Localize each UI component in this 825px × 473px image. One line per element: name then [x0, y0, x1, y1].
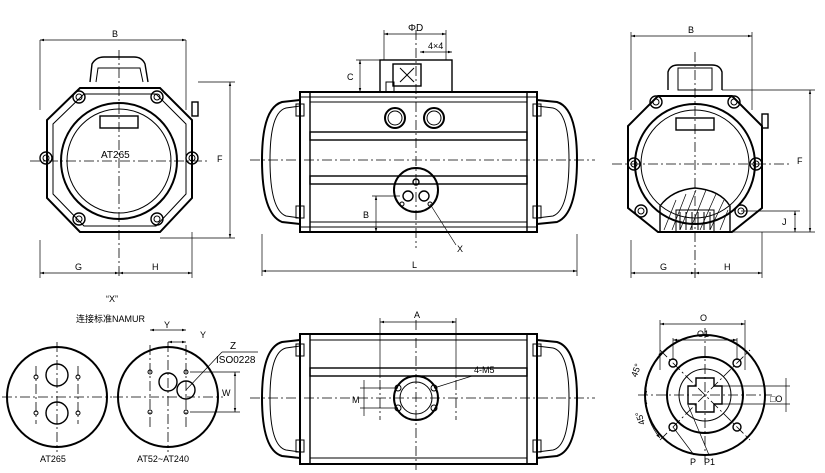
model-at265-label: AT265 — [40, 454, 66, 464]
front-end-view: B F G H AT265 — [30, 29, 235, 278]
p1-label: P1 — [704, 457, 715, 467]
dim-y2-label: Y — [200, 330, 206, 340]
angle-45-lower: 45° — [633, 410, 647, 427]
dim-j-label: J — [782, 217, 787, 227]
key-size-label: 4×4 — [428, 41, 443, 51]
angle-45-upper: 45° — [629, 362, 643, 379]
dim-g2-label: G — [660, 262, 667, 272]
dim-y1-label: Y — [164, 320, 170, 330]
dim-g-label: G — [75, 262, 82, 272]
model-range-label: AT52~AT240 — [137, 454, 189, 464]
namur-standard-label: 连接标准NAMUR — [76, 313, 145, 324]
dim-phid-label: ΦD — [408, 23, 423, 34]
dim-h2-label: H — [724, 262, 731, 272]
thread-label: 4-M5 — [474, 365, 495, 375]
dim-b-label: B — [112, 29, 118, 39]
bolt-holes — [39, 90, 199, 226]
dim-f2-label: F — [797, 156, 803, 166]
dim-b3-label: B — [688, 25, 694, 35]
side-view: ΦD 4×4 C B X L — [250, 23, 595, 276]
right-end-view: B F J G H — [612, 25, 815, 278]
model-label: AT265 — [101, 150, 130, 161]
dim-l-label: L — [412, 260, 417, 270]
flange-detail: O O1 45° 45° □O P P1 — [629, 313, 790, 467]
dim-f-label: F — [217, 154, 223, 164]
dim-b2-label: B — [363, 210, 369, 220]
bottom-view: A M 4-M5 — [250, 310, 595, 470]
dim-c-label: C — [347, 72, 354, 82]
z-label: Z — [230, 341, 236, 352]
iso-label: ISO0228 — [216, 355, 256, 366]
detail-x-callout: X — [457, 244, 463, 254]
detail-x-title: “X” — [106, 294, 118, 304]
dim-m-label: M — [352, 395, 360, 405]
dim-o1-label: O1 — [697, 329, 709, 339]
dim-w-label: W — [222, 388, 231, 398]
dim-h-label: H — [152, 262, 159, 272]
p-label: P — [690, 457, 696, 467]
dim-o-label: O — [700, 313, 707, 323]
square-o-label: □O — [770, 394, 782, 404]
dim-a-label: A — [414, 310, 420, 320]
detail-x: “X” 连接标准NAMUR AT265 Y Y W Z ISO0228 AT52… — [2, 294, 258, 464]
